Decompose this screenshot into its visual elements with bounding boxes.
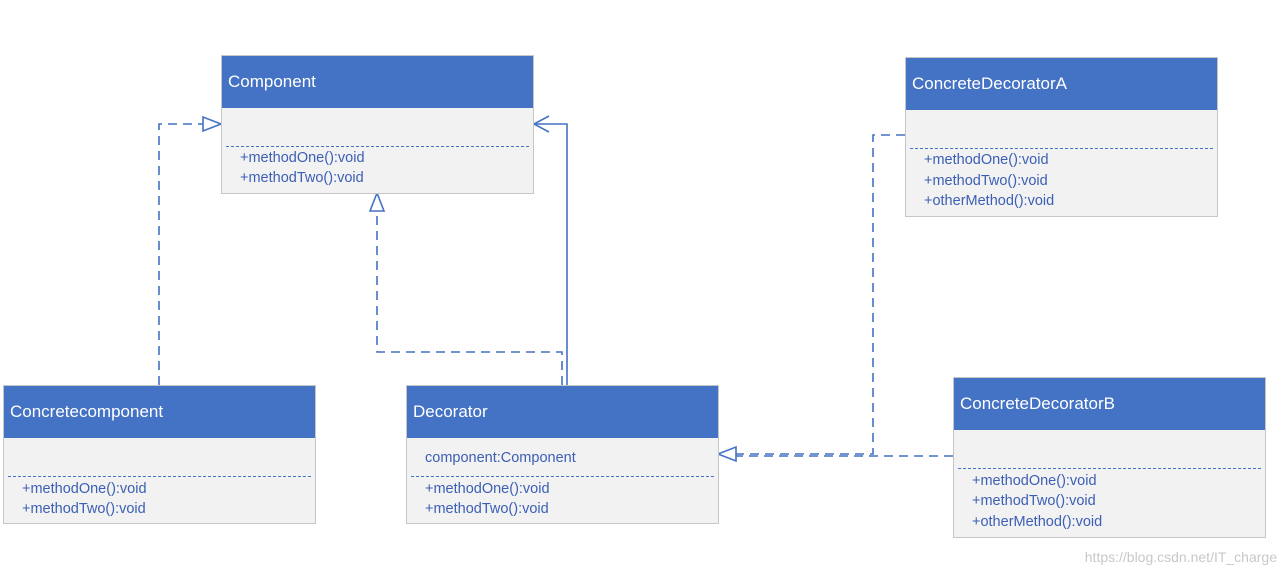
class-box-concretecomponent: Concretecomponent +methodOne():void +met… <box>3 385 316 524</box>
association-decorator-to-component <box>534 123 568 385</box>
method-item: +otherMethod():void <box>924 193 1055 209</box>
class-box-decorator: Decorator component:Component +methodOne… <box>406 385 719 524</box>
class-name: ConcreteDecoratorB <box>954 378 1265 430</box>
realization-decorator-to-component <box>376 211 563 385</box>
class-name: ConcreteDecoratorA <box>906 58 1217 110</box>
method-item: +methodOne():void <box>425 481 550 497</box>
class-name: Decorator <box>407 386 718 438</box>
watermark: https://blog.csdn.net/IT_charge <box>1084 549 1277 565</box>
compartment-divider <box>226 146 529 147</box>
method-item: +otherMethod():void <box>972 514 1103 530</box>
method-item: +methodOne():void <box>924 152 1049 168</box>
method-item: +methodOne():void <box>240 150 365 166</box>
open-arrowhead-icon <box>532 115 550 133</box>
attribute-item: component:Component <box>425 450 576 466</box>
class-box-concretedecoratorb: ConcreteDecoratorB +methodOne():void +me… <box>953 377 1266 538</box>
method-item: +methodTwo():void <box>972 493 1096 509</box>
compartment-divider <box>910 148 1213 149</box>
method-item: +methodOne():void <box>972 473 1097 489</box>
compartment-divider <box>958 468 1261 469</box>
method-item: +methodTwo():void <box>22 501 146 517</box>
realization-concretecomponent-to-component <box>158 123 203 385</box>
hollow-arrowhead-icon <box>715 445 737 463</box>
compartment-divider <box>8 476 311 477</box>
hollow-arrowhead-icon <box>202 115 224 133</box>
method-item: +methodOne():void <box>22 481 147 497</box>
compartment-divider <box>411 476 714 477</box>
class-name: Component <box>222 56 533 108</box>
class-box-component: Component +methodOne():void +methodTwo()… <box>221 55 534 194</box>
method-item: +methodTwo():void <box>924 173 1048 189</box>
hollow-arrowhead-icon <box>368 190 386 212</box>
realization-decoratorA-to-decorator <box>736 134 905 455</box>
method-item: +methodTwo():void <box>240 170 364 186</box>
class-name: Concretecomponent <box>4 386 315 438</box>
method-item: +methodTwo():void <box>425 501 549 517</box>
class-box-concretedecoratora: ConcreteDecoratorA +methodOne():void +me… <box>905 57 1218 217</box>
